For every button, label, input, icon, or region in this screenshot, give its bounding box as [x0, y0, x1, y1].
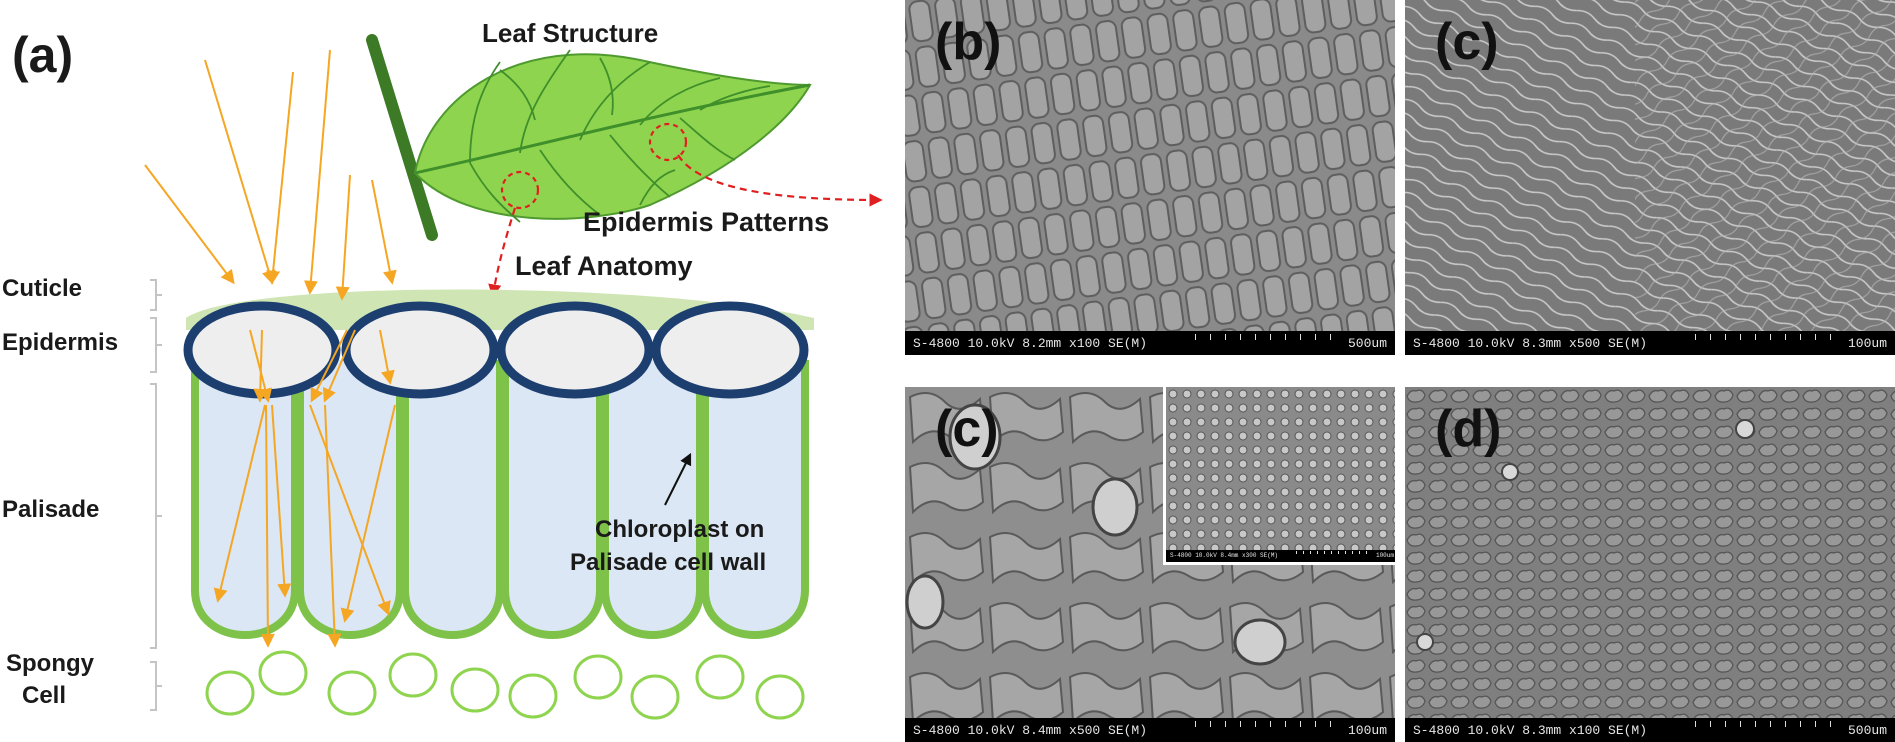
- layer-brackets: [150, 279, 162, 711]
- spongy-label-line2: Cell: [22, 682, 66, 709]
- sem-params-c-bottom: S-4800 10.0kV 8.4mm x500 SE(M): [913, 723, 1148, 738]
- sem-scale-d: 500um: [1847, 723, 1887, 738]
- sem-info-bar-b: S-4800 10.0kV 8.2mm x100 SE(M) 500um: [905, 331, 1395, 355]
- sem-ruler-b: [1195, 334, 1335, 340]
- sem-texture-b: [905, 0, 1395, 355]
- palisade-label: Palisade: [2, 496, 99, 523]
- leaf-structure-label: Leaf Structure: [482, 18, 658, 48]
- spongy-cells: [205, 650, 805, 720]
- sem-panel-d: (d) S-4800 10.0kV 8.3mm x100 SE(M) 500um: [1405, 387, 1895, 742]
- sem-params-d: S-4800 10.0kV 8.3mm x100 SE(M): [1413, 723, 1648, 738]
- panel-b-letter: (b): [935, 13, 1002, 71]
- panel-c-top-letter: (c): [1435, 13, 1499, 71]
- palisade-cells: [191, 360, 809, 639]
- chloroplast-pointer: [664, 452, 692, 506]
- sem-params-c-top: S-4800 10.0kV 8.3mm x500 SE(M): [1413, 336, 1648, 351]
- sem-panel-c-top: (c) S-4800 10.0kV 8.3mm x500 SE(M) 100um: [1405, 0, 1895, 355]
- leaf-illustration: [366, 34, 883, 298]
- chloroplast-label-line1: Chloroplast on: [595, 516, 764, 543]
- sem-info-bar-inset: S-4800 10.0kV 8.4mm x300 SE(M) 100um: [1166, 550, 1395, 562]
- sem-scale-c-bottom: 100um: [1347, 723, 1387, 738]
- leaf-anatomy-label: Leaf Anatomy: [515, 251, 693, 281]
- panel-d-letter: (d): [1435, 400, 1502, 458]
- sem-ruler-c-top: [1695, 334, 1835, 340]
- layer-labels: Cuticle Epidermis Palisade Spongy Cell: [2, 275, 118, 709]
- sem-params-b: S-4800 10.0kV 8.2mm x100 SE(M): [913, 336, 1148, 351]
- sem-scale-c-top: 100um: [1847, 336, 1887, 351]
- sem-inset-c-bottom: S-4800 10.0kV 8.4mm x300 SE(M) 100um: [1163, 387, 1395, 565]
- sem-info-bar-c-top: S-4800 10.0kV 8.3mm x500 SE(M) 100um: [1405, 331, 1895, 355]
- sem-ruler-inset: [1296, 551, 1373, 554]
- panel-c-bottom-letter: (c): [935, 400, 999, 458]
- sem-ruler-c-bottom: [1195, 721, 1335, 727]
- sem-info-bar-c-bottom: S-4800 10.0kV 8.4mm x500 SE(M) 100um: [905, 718, 1395, 742]
- light-rays: [144, 49, 397, 648]
- sem-panel-c-bottom: S-4800 10.0kV 8.4mm x300 SE(M) 100um (c)…: [905, 387, 1395, 742]
- epidermis-cells: [183, 301, 809, 399]
- sem-texture-d: [1405, 387, 1895, 742]
- sem-texture-c-top: [1405, 0, 1895, 355]
- sem-texture-inset: [1166, 387, 1395, 562]
- spongy-label-line1: Spongy: [6, 650, 95, 677]
- sem-info-bar-d: S-4800 10.0kV 8.3mm x100 SE(M) 500um: [1405, 718, 1895, 742]
- cuticle-label: Cuticle: [2, 275, 82, 302]
- sem-scale-inset: 100um: [1375, 552, 1394, 559]
- chloroplast-label-line2: Palisade cell wall: [570, 549, 766, 576]
- panel-a-letter: (a): [12, 27, 73, 83]
- epidermis-label: Epidermis: [2, 329, 118, 356]
- sem-scale-b: 500um: [1347, 336, 1387, 351]
- sem-ruler-d: [1695, 721, 1835, 727]
- sem-panel-b: (b) S-4800 10.0kV 8.2mm x100 SE(M) 500um: [905, 0, 1395, 355]
- leaf-anatomy-diagram: (a) Leaf Structure Epidermis Patterns Le…: [2, 18, 883, 720]
- sem-params-inset: S-4800 10.0kV 8.4mm x300 SE(M): [1170, 552, 1279, 559]
- epidermis-patterns-label: Epidermis Patterns: [583, 207, 829, 237]
